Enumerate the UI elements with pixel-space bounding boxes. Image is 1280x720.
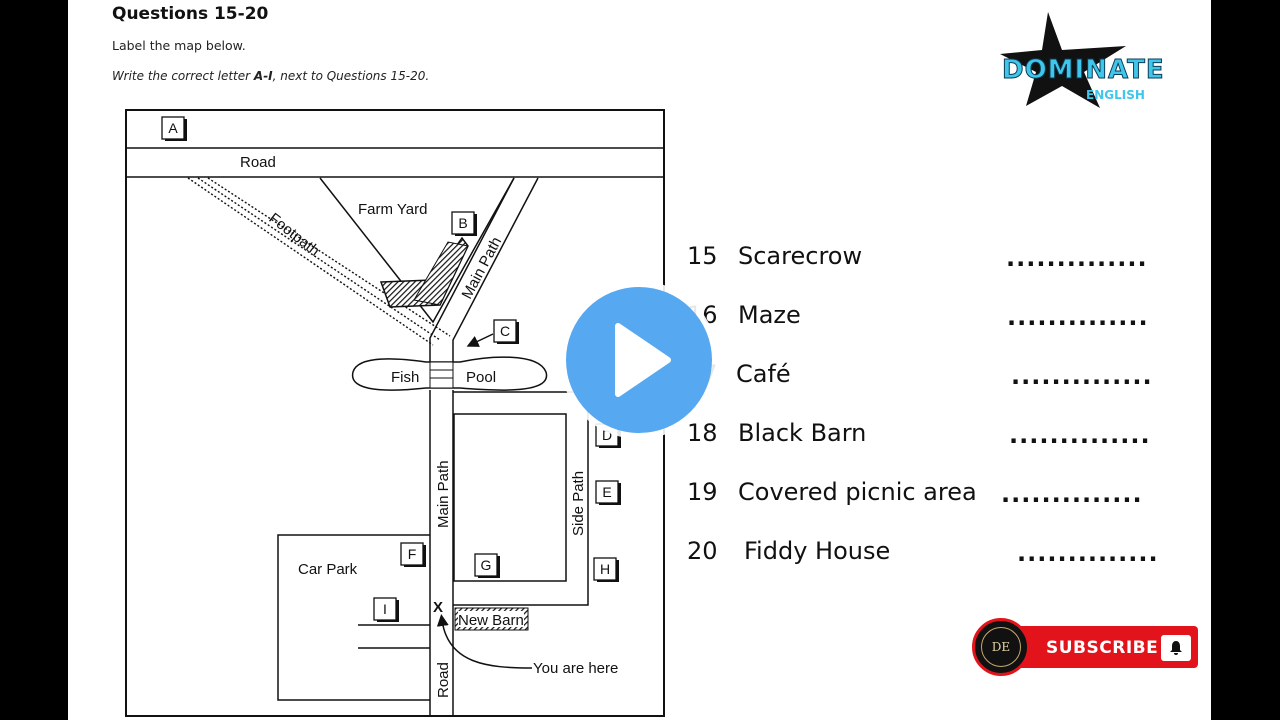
c-arrow <box>466 333 494 347</box>
question-row: 17 Café .............. <box>687 356 1152 415</box>
question-number: 20 <box>687 537 718 565</box>
question-row: 20 Fiddy House .............. <box>687 533 1158 592</box>
question-row: 19 Covered picnic area .............. <box>687 474 1142 533</box>
question-row: 15 Scarecrow .............. <box>687 238 1147 297</box>
footpath-line-3 <box>207 177 451 337</box>
video-frame: Questions 15-20 Label the map below. Wri… <box>68 0 1211 720</box>
letter-c: C <box>500 323 510 339</box>
letter-box-e: E <box>595 480 621 505</box>
farm-yard-outline <box>319 177 515 324</box>
star-icon <box>1000 12 1126 108</box>
farm-barn-wing <box>413 241 469 306</box>
you-are-here-arrow <box>436 614 533 669</box>
question-number: 18 <box>687 419 718 447</box>
footpath-line-2 <box>197 177 441 341</box>
x-marker: X <box>433 599 443 616</box>
letter-box-d: D <box>595 423 621 448</box>
question-label: Café <box>736 360 791 388</box>
letter-box-g: G <box>474 553 500 578</box>
main-path-upper-left <box>429 177 515 362</box>
field-rectangle <box>453 413 567 582</box>
letter-box-b: B <box>451 211 477 236</box>
letter-box-f: F <box>400 542 426 567</box>
answer-blank: .............. <box>1011 362 1153 390</box>
dominate-english-logo: DOMINATE ENGLISH <box>996 10 1166 110</box>
question-label: Fiddy House <box>744 537 891 565</box>
question-row: 18 Black Barn .............. <box>687 415 1150 474</box>
logo-sub: ENGLISH <box>1086 88 1145 102</box>
answer-blank: .............. <box>1017 539 1159 567</box>
letter-box-a: A <box>161 116 187 141</box>
farm-yard-label: Farm Yard <box>358 201 427 218</box>
answer-blank: .............. <box>1007 303 1149 331</box>
letter-i: I <box>383 601 387 617</box>
letter-e: E <box>602 484 611 500</box>
instruction-label: Label the map below. <box>112 38 246 53</box>
letter-b: B <box>458 215 467 231</box>
question-list: 15 Scarecrow .............. 16 Maze ....… <box>687 238 1158 592</box>
footpath-label: Footpath <box>266 210 323 260</box>
question-number: 15 <box>687 242 718 270</box>
you-are-here-label: You are here <box>533 660 618 677</box>
question-label: Covered picnic area <box>738 478 977 506</box>
letter-a: A <box>168 120 178 136</box>
fish-label: Fish <box>391 369 419 386</box>
instruction-write: Write the correct letter A-I, next to Qu… <box>112 69 429 83</box>
write-prefix: Write the correct letter <box>112 69 254 83</box>
pool-bridge <box>429 361 454 389</box>
write-suffix: , next to Questions 15-20. <box>272 69 430 83</box>
question-label: Scarecrow <box>738 242 863 270</box>
bell-glyph <box>1170 641 1182 655</box>
answer-blank: .............. <box>1001 480 1143 508</box>
letter-box-i: I <box>373 597 399 622</box>
main-path-lower-label: Main Path <box>435 460 452 528</box>
new-barn-label-bg <box>458 611 524 627</box>
channel-avatar[interactable]: DE <box>972 618 1030 676</box>
letter-box-h: H <box>593 557 619 582</box>
car-park-outline <box>277 534 430 701</box>
questions-title: Questions 15-20 <box>112 4 269 24</box>
bell-icon[interactable] <box>1161 635 1191 661</box>
pool-label: Pool <box>466 369 496 386</box>
road-top-label: Road <box>240 154 276 171</box>
letter-g: G <box>481 557 492 573</box>
letter-h: H <box>600 561 610 577</box>
answer-blank: .............. <box>1009 421 1151 449</box>
logo-word: DOMINATE <box>1002 55 1165 86</box>
new-barn-label: New Barn <box>458 612 524 629</box>
footpath-line-1 <box>187 177 434 346</box>
side-path-outer <box>453 391 589 606</box>
subscribe-button[interactable]: SUBSCRIBE DE <box>972 618 1202 678</box>
question-label: Maze <box>738 301 801 329</box>
farm-map: Road Footpath Farm Yard Main Path Fish P… <box>125 109 665 717</box>
channel-monogram: DE <box>981 627 1021 667</box>
write-letters: A-I <box>253 69 273 83</box>
main-path-upper-right <box>452 177 539 362</box>
question-number: 19 <box>687 478 718 506</box>
letter-f: F <box>408 546 417 562</box>
question-label: Black Barn <box>738 419 867 447</box>
subscribe-label: SUBSCRIBE <box>1046 638 1159 658</box>
answer-blank: .............. <box>1006 244 1148 272</box>
side-path-label: Side Path <box>570 471 587 536</box>
question-row: 16 Maze .............. <box>687 297 1148 356</box>
letter-box-c: C <box>493 319 519 344</box>
play-icon <box>615 323 671 397</box>
road-bottom-label: Road <box>435 662 452 698</box>
play-button[interactable] <box>566 287 712 433</box>
car-park-label: Car Park <box>298 561 358 578</box>
letter-d: D <box>602 427 612 443</box>
